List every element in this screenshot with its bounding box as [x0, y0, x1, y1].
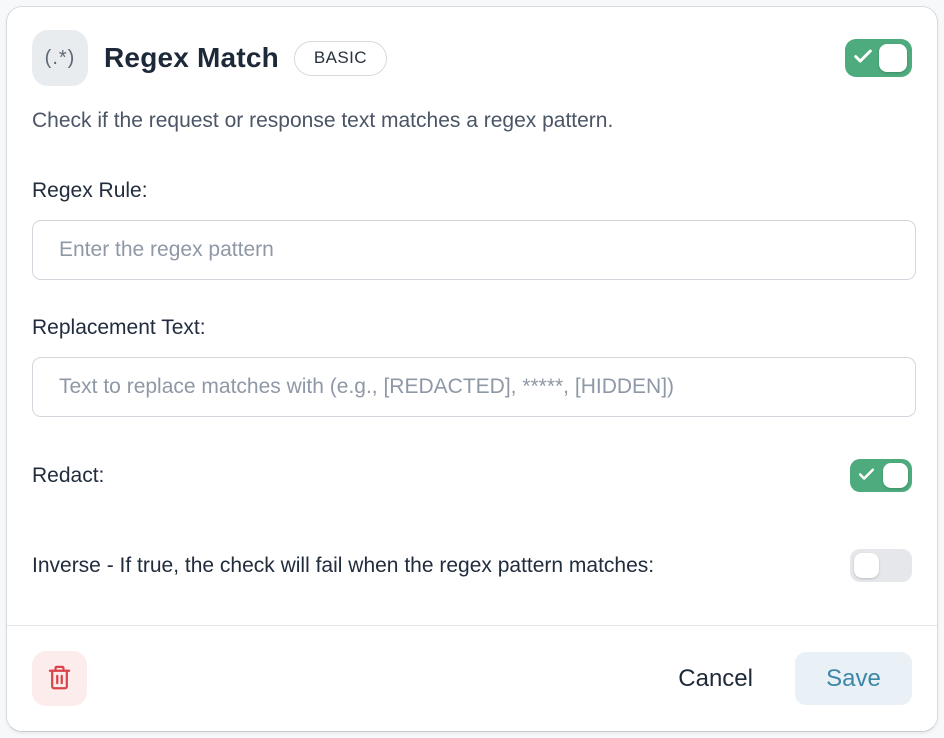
check-icon [857, 465, 876, 487]
replacement-text-label: Replacement Text: [32, 316, 206, 340]
toggle-knob [879, 44, 907, 72]
replacement-text-input[interactable] [32, 357, 916, 418]
redact-row: Redact: [32, 459, 912, 493]
check-icon [852, 46, 874, 71]
redact-toggle[interactable] [850, 459, 912, 493]
regex-icon: (.*) [32, 30, 88, 86]
toggle-knob [883, 463, 908, 489]
inverse-label: Inverse - If true, the check will fail w… [32, 553, 655, 577]
regex-match-modal: (.*) Regex Match BASIC Check if the requ… [6, 6, 938, 732]
modal-content: (.*) Regex Match BASIC Check if the requ… [7, 30, 937, 583]
tier-badge: BASIC [293, 40, 387, 76]
redact-label: Redact: [32, 463, 105, 487]
inverse-toggle[interactable] [850, 549, 912, 583]
enabled-toggle[interactable] [845, 39, 912, 77]
modal-header: (.*) Regex Match BASIC [32, 30, 912, 86]
modal-description: Check if the request or response text ma… [32, 109, 614, 132]
regex-rule-label: Regex Rule: [32, 179, 148, 203]
save-button[interactable]: Save [795, 652, 912, 705]
regex-rule-input[interactable] [32, 220, 916, 281]
toggle-knob [854, 553, 879, 579]
delete-button[interactable] [32, 651, 87, 706]
trash-icon [46, 664, 73, 694]
inverse-row: Inverse - If true, the check will fail w… [32, 549, 912, 583]
modal-footer: Cancel Save [7, 625, 937, 731]
page-title: Regex Match [104, 42, 279, 73]
regex-icon-glyph: (.*) [44, 46, 76, 69]
cancel-button[interactable]: Cancel [672, 655, 759, 703]
